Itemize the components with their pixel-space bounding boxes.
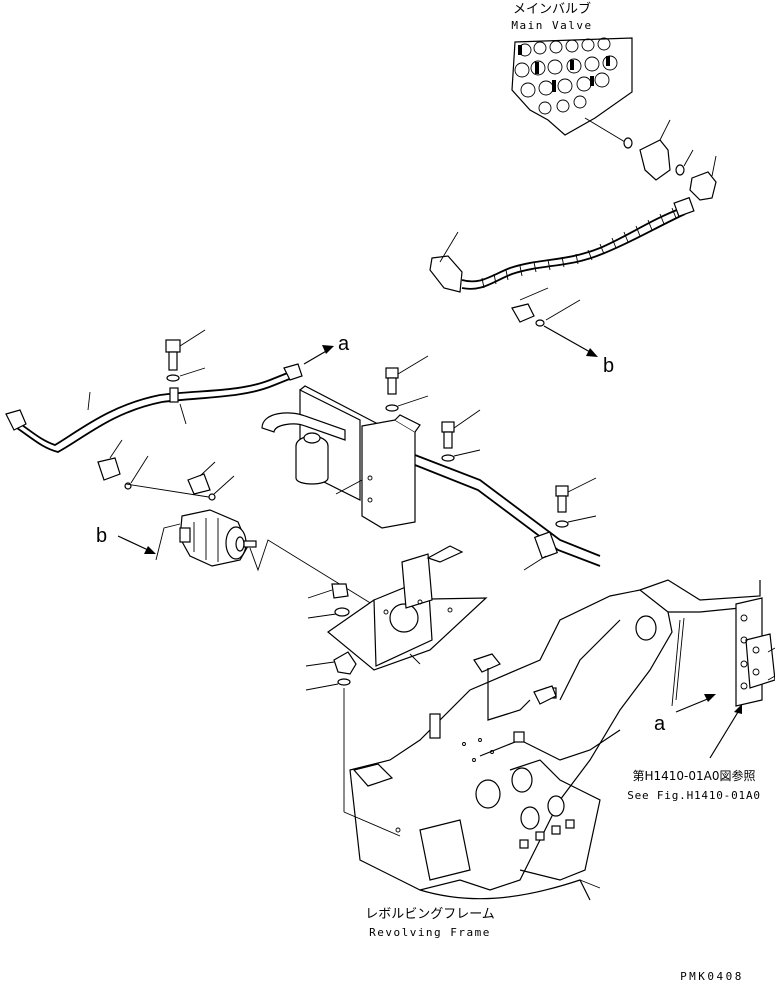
main-valve: メインバルブ Main Valve xyxy=(511,1,633,136)
zigzag-leader: b xyxy=(96,523,373,605)
revolving-frame-label-en: Revolving Frame xyxy=(369,926,491,939)
marker-b-left: b xyxy=(96,525,107,547)
see-fig-label-en: See Fig.H1410-01A0 xyxy=(627,789,761,802)
long-pipe-right xyxy=(414,454,601,571)
pipe-to-a: a xyxy=(5,333,350,453)
marker-b-right: b xyxy=(603,355,614,377)
reference-bracket-assembly: a xyxy=(654,597,775,759)
tank-bracket xyxy=(261,385,421,529)
drawing-code: PMK0408 xyxy=(680,970,744,982)
pump-fittings xyxy=(97,439,235,501)
clamp-bolt-left xyxy=(165,329,206,382)
mount-hardware xyxy=(305,583,401,837)
hydraulic-pump xyxy=(179,509,257,567)
fitting-to-b-right: b xyxy=(511,299,614,377)
bracket-bolts xyxy=(385,355,481,462)
main-valve-label-jp: メインバルブ xyxy=(513,1,591,17)
pump-mount-bracket xyxy=(327,545,488,671)
see-fig-label-jp: 第H1410-01A0図参照 xyxy=(632,768,755,783)
valve-fittings xyxy=(584,117,717,201)
revolving-frame xyxy=(349,579,761,901)
marker-a-bottom: a xyxy=(654,713,666,735)
marker-a-top: a xyxy=(338,333,350,355)
spiral-hose xyxy=(429,196,695,301)
main-valve-label-en: Main Valve xyxy=(511,19,592,32)
revolving-frame-label-jp: レボルビングフレーム xyxy=(365,907,495,922)
